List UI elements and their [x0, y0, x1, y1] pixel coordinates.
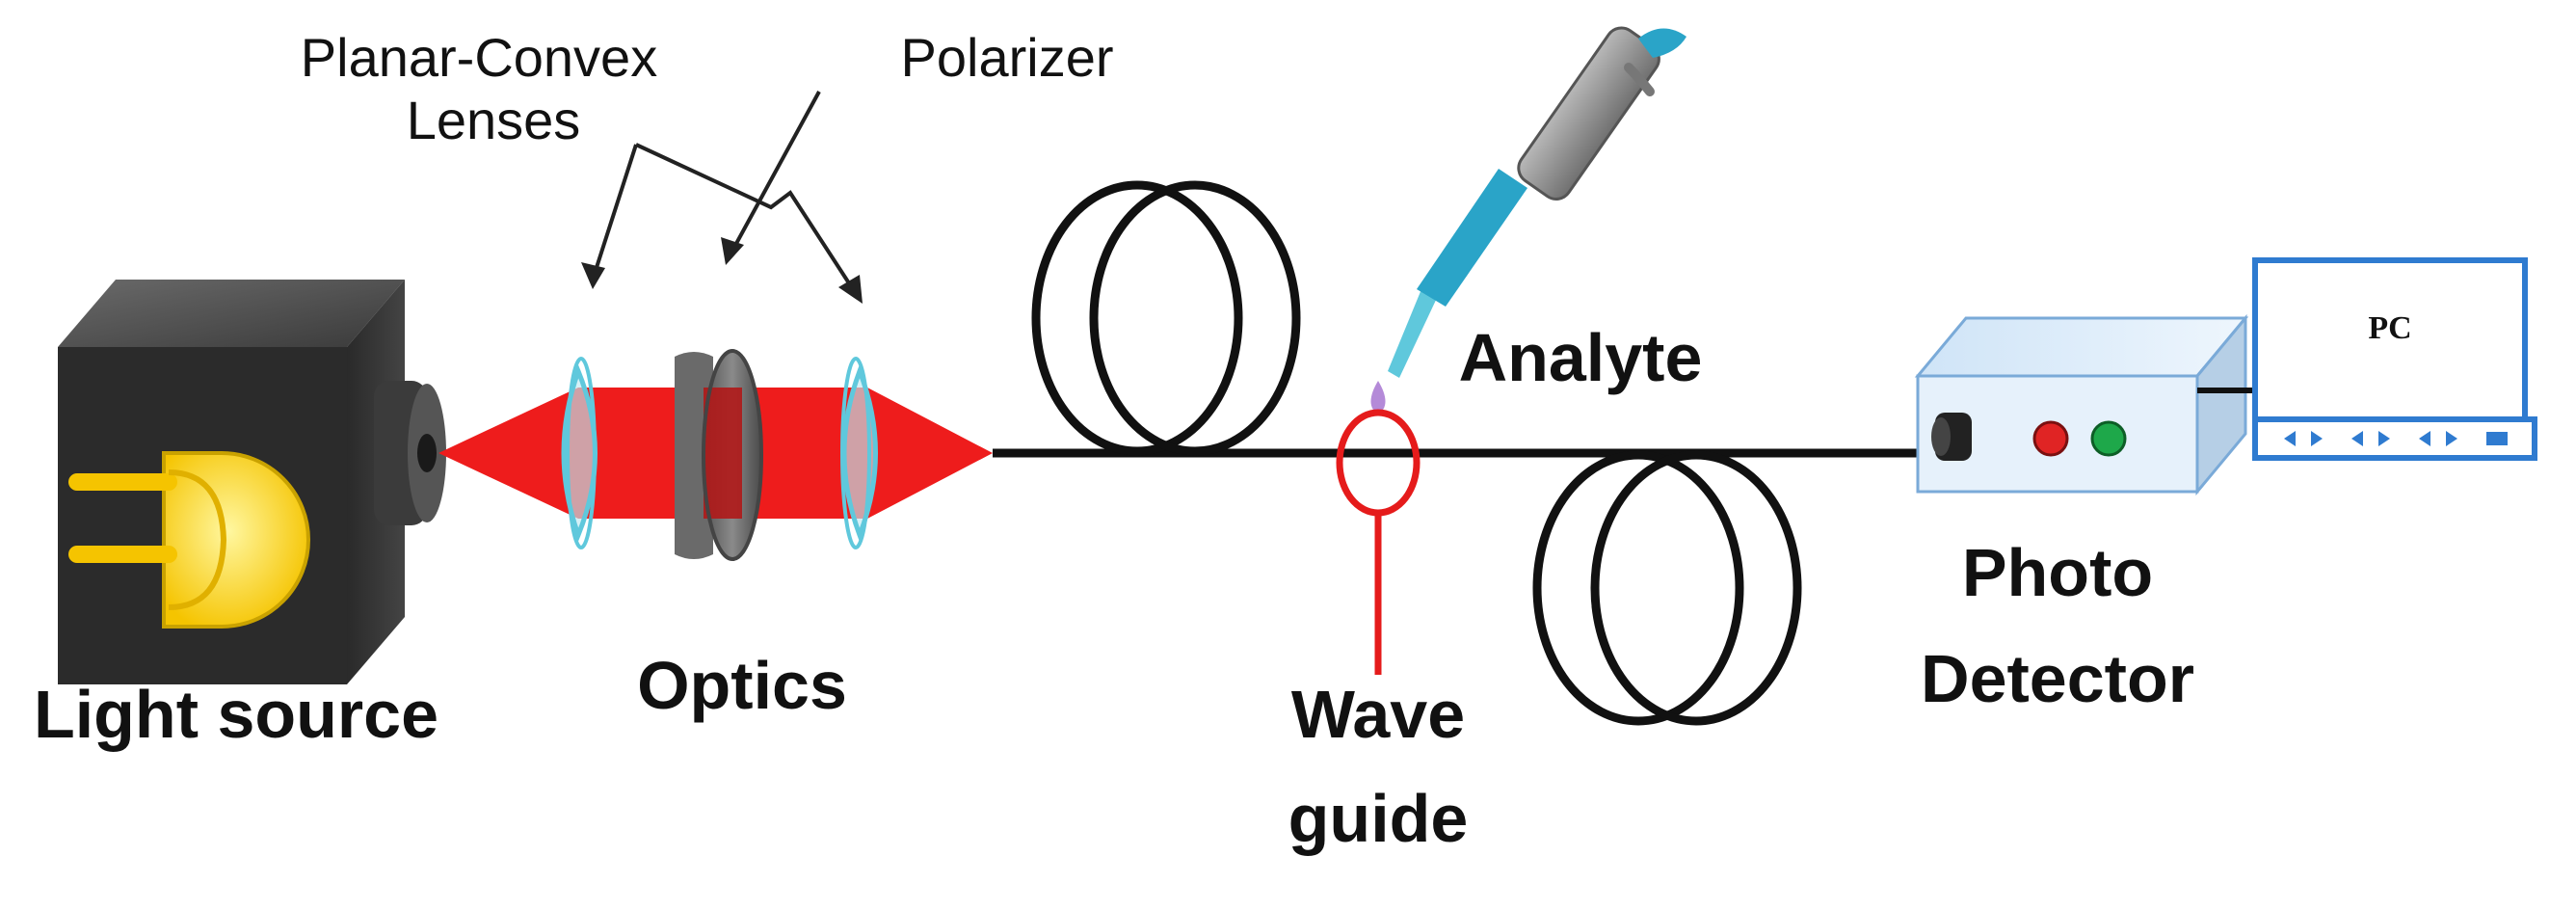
callout-lines [581, 91, 863, 304]
keyboard-keys [2284, 431, 2508, 446]
analyte-label: Analyte [1458, 320, 1703, 395]
lamp-bulb-icon [68, 451, 310, 629]
planar-convex-label-line2: Lenses [406, 90, 581, 150]
pc-monitor-icon [2252, 257, 2537, 461]
fiber-coil-lower [1532, 450, 1802, 726]
fiber-coil-upper [1031, 180, 1301, 456]
photo-detector-label-line2: Detector [1921, 641, 2194, 716]
planar-convex-lens-1 [561, 357, 598, 549]
waveguide-marker [1336, 409, 1421, 675]
planar-convex-label-line1: Planar-Convex [300, 27, 658, 88]
optics-label: Optics [637, 648, 847, 723]
waveguide-label-line1: Wave [1290, 677, 1466, 752]
polarizer-disc [675, 349, 763, 561]
polarizer-label: Polarizer [900, 27, 1114, 88]
light-source-box [58, 280, 446, 684]
photo-detector-label-line1: Photo [1961, 535, 2154, 610]
pc-screen-label: PC [2368, 310, 2412, 346]
light-source-label: Light source [33, 677, 439, 752]
optical-fiber [993, 180, 1966, 726]
green-indicator-led [2090, 420, 2127, 457]
planar-convex-lens-2 [840, 357, 878, 549]
lamp-nozzle [374, 381, 446, 525]
photo-detector-box [1914, 313, 2249, 496]
waveguide-label-line2: guide [1288, 781, 1469, 856]
pipette-icon [1370, 26, 1686, 415]
detector-port-icon [1931, 413, 1972, 461]
red-indicator-led [2032, 420, 2069, 457]
